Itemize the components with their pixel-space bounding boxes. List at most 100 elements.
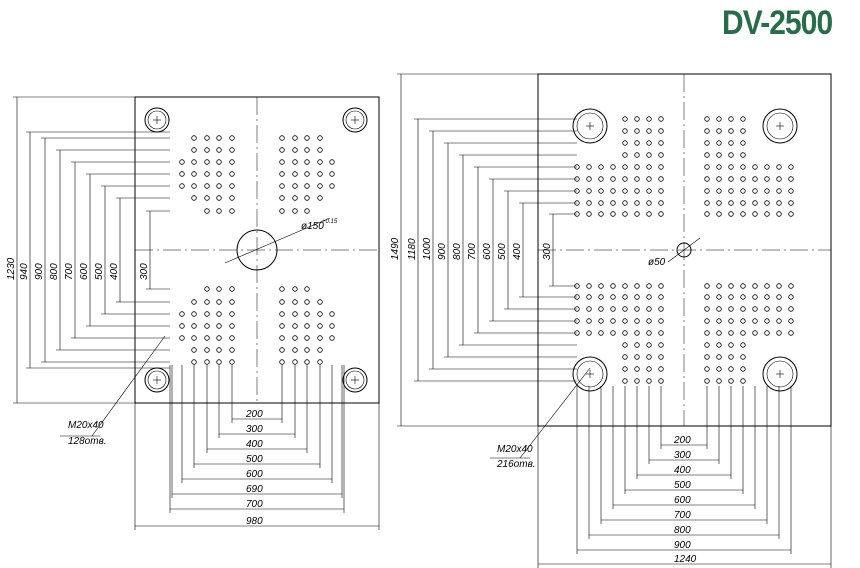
left-hole (304, 147, 310, 153)
right-thread-leader (519, 367, 591, 459)
right-hole (634, 116, 640, 122)
right-hole (634, 140, 640, 146)
right-hole (646, 140, 652, 146)
right-hole (716, 164, 722, 170)
right-hole (776, 176, 782, 182)
left-hole (204, 135, 210, 141)
left-hole (329, 171, 335, 177)
right-hole (788, 330, 794, 336)
right-hole (610, 330, 616, 336)
right-hole (658, 200, 664, 206)
right-hole (646, 283, 652, 289)
right-hole (740, 366, 746, 372)
left-hole (304, 347, 310, 353)
right-hole (704, 294, 710, 300)
right-hole (740, 164, 746, 170)
right-hdim-label-3: 400 (674, 465, 691, 476)
left-vdim-label-1: 1230 (6, 257, 17, 280)
right-vdim-label-5: 800 (452, 243, 463, 260)
left-hole (292, 335, 298, 341)
left-hole (304, 135, 310, 141)
right-hole (728, 354, 734, 360)
right-hole (740, 306, 746, 312)
right-hdim-label-7: 800 (674, 525, 691, 536)
right-hole (658, 188, 664, 194)
right-tiebar-3 (572, 356, 608, 392)
left-hole (279, 286, 285, 292)
right-hole (622, 128, 628, 134)
left-hdim-label-4: 500 (246, 454, 263, 465)
left-hole (317, 159, 323, 165)
left-hole (191, 171, 197, 177)
right-hole (610, 164, 616, 170)
left-hole (304, 311, 310, 317)
left-hdim-label-7: 700 (246, 499, 263, 510)
left-hole (204, 311, 210, 317)
left-hole (304, 299, 310, 305)
left-hole (204, 359, 210, 365)
left-hole (304, 171, 310, 177)
right-hole (740, 188, 746, 194)
right-hole (776, 318, 782, 324)
right-hole (634, 318, 640, 324)
right-hole (658, 354, 664, 360)
right-hole (764, 164, 770, 170)
right-hole (658, 176, 664, 182)
left-hole (279, 135, 285, 141)
right-hole (658, 152, 664, 158)
right-hole (716, 176, 722, 182)
right-hole (622, 306, 628, 312)
right-hole (752, 211, 758, 217)
right-hole (788, 211, 794, 217)
right-hole (728, 152, 734, 158)
right-hole (634, 164, 640, 170)
right-hole (728, 318, 734, 324)
right-hole (776, 306, 782, 312)
right-tiebar-inner-1 (576, 112, 604, 140)
right-hole (704, 283, 710, 289)
left-hole (292, 286, 298, 292)
left-hole (179, 335, 185, 341)
right-hole (716, 342, 722, 348)
left-hole (216, 311, 222, 317)
right-hole (586, 211, 592, 217)
right-hole (704, 152, 710, 158)
right-hole (704, 188, 710, 194)
left-hole (279, 335, 285, 341)
right-hole (622, 176, 628, 182)
right-hole (598, 283, 604, 289)
right-hole (634, 188, 640, 194)
right-hole (634, 294, 640, 300)
right-hole (622, 116, 628, 122)
right-hole (622, 152, 628, 158)
left-vdim-label-2: 940 (19, 263, 30, 280)
left-hole (216, 323, 222, 329)
left-vdim-label-6: 600 (79, 263, 90, 280)
right-hole (752, 294, 758, 300)
left-hole (204, 171, 210, 177)
right-hole (646, 342, 652, 348)
left-hole (204, 347, 210, 353)
right-hole (658, 164, 664, 170)
right-hole (728, 366, 734, 372)
right-hole (610, 294, 616, 300)
right-hole (598, 306, 604, 312)
right-tiebar-4 (762, 356, 798, 392)
right-hole (728, 378, 734, 384)
left-hole (317, 299, 323, 305)
right-hole (716, 354, 722, 360)
left-hole (279, 299, 285, 305)
right-hole (646, 330, 652, 336)
left-hole (317, 323, 323, 329)
right-hole (740, 140, 746, 146)
right-hole (716, 140, 722, 146)
left-hole (279, 208, 285, 214)
left-hole (191, 311, 197, 317)
left-thread-label: M20x40 (68, 420, 104, 431)
right-hole (716, 211, 722, 217)
left-hole (304, 195, 310, 201)
right-hole (728, 211, 734, 217)
right-tapped-holes (572, 108, 798, 392)
